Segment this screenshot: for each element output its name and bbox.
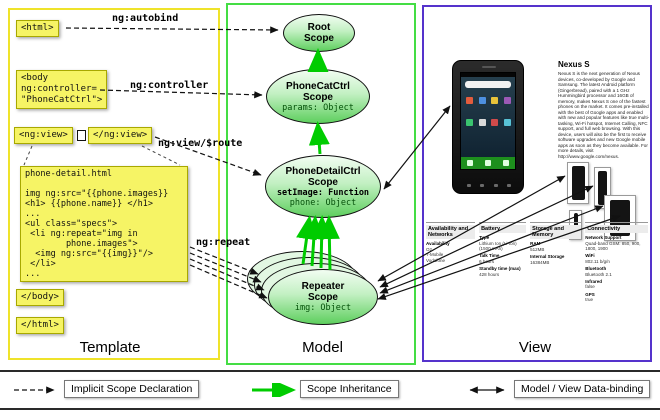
phone-screen (460, 72, 516, 170)
spec-value: Vodafone (426, 257, 446, 263)
spec-value: Bluetooth 2.1 (585, 271, 612, 277)
spec-value: 512MB (530, 246, 545, 252)
legend-binding-label: Model / View Data-binding (514, 380, 651, 398)
phonedetail-scope-setimage-prop: setImage: Function (276, 187, 370, 198)
phone-name-heading: Nexus S (558, 60, 590, 69)
phonecat-scope-ellipse: PhoneCatCtrl Scope params: Object (266, 69, 370, 124)
legend-bottom-rule (0, 408, 660, 410)
phonedetail-scope-phone-prop: phone: Object (289, 197, 357, 208)
legend-inheritance-label: Scope Inheritance (300, 380, 399, 398)
phone-status-bar (461, 73, 515, 77)
phonecat-scope-title: PhoneCatCtrl Scope (286, 80, 350, 103)
data-binding-arrow-sample (469, 386, 505, 394)
spec-heading: Battery (479, 225, 527, 234)
controller-annotation: ng:controller (130, 80, 209, 91)
ngview-placeholder-box (77, 130, 86, 141)
template-panel-label: Template (79, 339, 141, 356)
ngview-open-tag: <ng:view> (14, 127, 73, 144)
spec-value: Quad-band GSM: 850, 900, 1800, 1900 (585, 240, 641, 252)
body-open-tag: <body ng:controller= "PhoneCatCtrl"> (16, 70, 108, 109)
phone-touch-buttons (467, 184, 511, 187)
phone-thumbnail (567, 162, 589, 204)
thumbnail-phone-silhouette (571, 166, 585, 200)
repeater-scope-img-prop: img: Object (294, 303, 352, 313)
spec-term: Standby time (max) (479, 266, 521, 272)
phone-dock (461, 157, 515, 169)
spec-value: 428 hours (479, 271, 500, 277)
ngview-close-tag: </ng:view> (88, 127, 153, 144)
spec-heading: Connectivity (585, 225, 648, 234)
body-close-tag: </body> (16, 289, 64, 306)
spec-value: Lithium Ion (Li-Ion) (1500 mAh) (479, 240, 517, 252)
phone-image (452, 60, 524, 194)
ngview-route-annotation: ng:view/$route (158, 138, 243, 149)
spec-heading: Storage and Memory (530, 225, 582, 240)
spec-value: 6 hours (479, 258, 495, 264)
legend-implicit-label: Implicit Scope Declaration (64, 380, 200, 398)
scope-inheritance-arrow-sample (252, 383, 296, 397)
html-close-tag: </html> (16, 317, 64, 334)
phone-app-icons (466, 97, 512, 137)
phone-detail-code-box: phone-detail.html img ng:src="{{phone.im… (20, 166, 188, 282)
repeater-scope-ellipse: Repeater Scope img: Object (268, 269, 378, 325)
spec-value: 802.11 b/g/n (585, 258, 610, 264)
repeat-annotation: ng:repeat (196, 237, 251, 248)
phonedetail-scope-ellipse: PhoneDetailCtrl Scope setImage: Function… (265, 155, 381, 218)
root-scope-ellipse: Root Scope (283, 14, 355, 52)
thumbnail-phone-silhouette (598, 171, 607, 205)
spec-value: true (585, 297, 593, 303)
phonedetail-scope-title: PhoneDetailCtrl Scope (285, 165, 361, 188)
implicit-scope-arrow-sample (14, 386, 55, 394)
model-panel-label: Model (302, 339, 343, 356)
spec-value: false (585, 284, 595, 290)
root-scope-title: Root Scope (303, 22, 334, 44)
phone-description: Nexus S is the next generation of Nexus … (558, 71, 650, 159)
phonecat-scope-prop: params: Object (282, 102, 354, 113)
spec-value: 16384MB (530, 259, 550, 265)
autobind-annotation: ng:autobind (112, 13, 179, 24)
phone-search-widget (465, 81, 511, 88)
html-open-tag: <html> (16, 20, 59, 37)
spec-heading: Availability and Networks (426, 225, 476, 240)
view-panel-label: View (518, 339, 552, 356)
repeater-scope-title: Repeater Scope (301, 281, 345, 303)
legend-top-rule (0, 370, 660, 372)
phone-speaker (482, 66, 496, 68)
